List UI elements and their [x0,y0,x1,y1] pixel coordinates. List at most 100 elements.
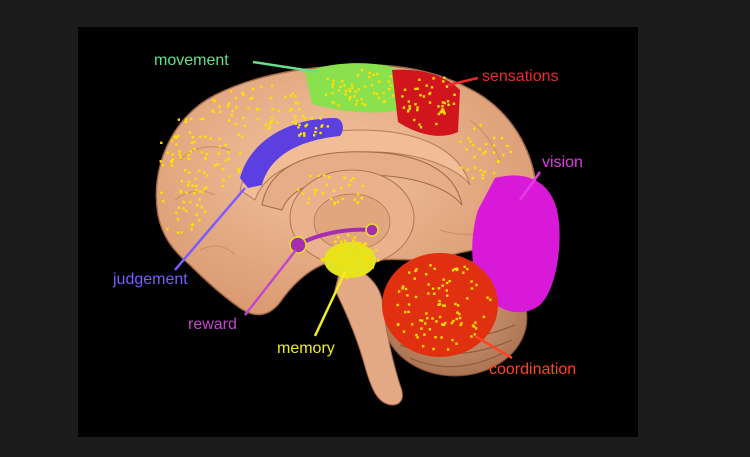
activity-dot [353,95,356,98]
activity-dot [351,271,354,274]
activity-dot [228,102,231,105]
activity-dot [221,168,225,171]
activity-dot [202,117,205,121]
activity-dot [327,176,331,179]
activity-dot [349,96,352,99]
activity-dot [319,117,322,120]
activity-dot [458,312,461,316]
activity-dot [303,134,306,137]
activity-dot [241,135,244,138]
activity-dot [418,123,421,126]
activity-dot [343,239,347,242]
activity-dot [443,101,446,105]
activity-dot [177,134,180,138]
activity-dot [456,304,460,307]
activity-dot [348,98,351,101]
activity-dot [199,135,202,138]
activity-dot [340,186,343,189]
activity-dot [455,268,459,272]
activity-dot [211,109,214,112]
activity-dot [397,290,401,293]
activity-dot [473,333,476,336]
activity-dot [296,188,300,191]
activity-dot [453,267,457,271]
activity-dot [334,257,337,260]
activity-dot [162,199,165,203]
activity-dot [469,140,472,143]
activity-dot [351,86,354,90]
activity-dot [343,84,346,87]
activity-dot [200,206,203,209]
activity-dot [237,133,240,136]
activity-dot [184,169,187,172]
activity-dot [442,278,445,281]
activity-dot [341,197,344,201]
activity-dot [195,213,198,216]
activity-dot [242,93,245,97]
activity-dot [425,273,428,276]
activity-dot [222,178,225,182]
leader-line-sensations [447,76,479,87]
activity-dot [250,96,254,100]
activity-dot [320,125,323,128]
activity-dot [403,88,407,91]
activity-dot [347,233,350,237]
activity-dot [190,228,193,231]
activity-dot [435,320,438,323]
activity-dot [396,303,399,307]
activity-dot [321,124,324,127]
activity-dot [313,134,316,137]
activity-dot [267,127,270,130]
activity-dot [382,91,385,95]
activity-dot [401,285,405,288]
activity-dot [270,96,273,100]
activity-dot [301,114,304,117]
activity-dot [465,148,468,151]
activity-dot [408,105,411,108]
activity-dot [406,110,410,113]
activity-dot [213,99,217,103]
activity-dot [353,198,356,201]
reward-node-left [289,236,307,254]
activity-dot [292,121,295,124]
activity-dot [284,95,287,99]
activity-dot [170,139,174,143]
activity-dot [352,239,355,242]
activity-dot [171,158,174,161]
activity-dot [180,231,183,234]
activity-dot [348,259,352,263]
activity-dot [196,204,199,207]
activity-dot [363,242,366,246]
activity-dot [509,150,513,154]
activity-dot [466,267,469,271]
activity-dot [315,189,318,192]
activity-dot [438,315,442,319]
activity-dot [415,333,418,337]
activity-dot [414,103,417,106]
thalamus-core [313,193,391,251]
activity-dot [357,88,360,91]
activity-dot [193,140,196,144]
activity-dot [330,197,333,201]
leader-line-reward [244,249,297,316]
activity-dot [209,137,212,140]
activity-dot [351,265,354,269]
activity-dot [404,310,407,314]
activity-dot [198,169,201,172]
activity-dot [188,171,191,174]
activity-dot [431,317,434,320]
activity-dot [294,122,298,126]
activity-dot [332,79,335,82]
activity-dot [297,126,300,129]
activity-dot [309,174,312,178]
activity-dot [294,115,297,118]
activity-dot [444,321,447,325]
activity-dot [288,109,292,112]
activity-dot [176,218,180,221]
activity-dot [347,88,351,91]
activity-dot [231,110,234,113]
activity-dot [420,327,423,330]
activity-dot [333,189,336,192]
activity-dot [416,108,419,112]
activity-dot [497,160,500,164]
